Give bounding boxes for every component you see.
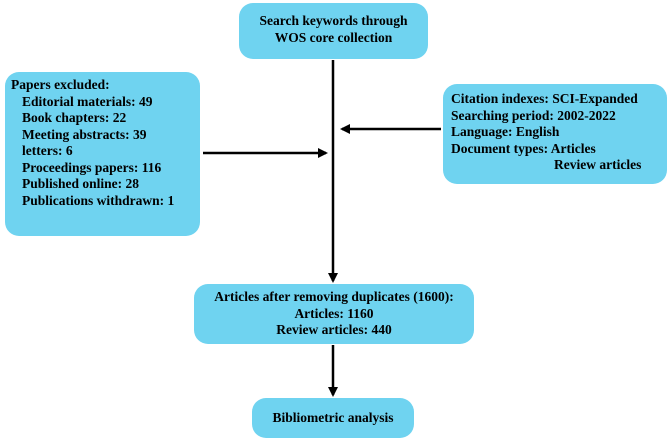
articles-after-dedup-box: Articles after removing duplicates (1600…: [194, 284, 474, 344]
excluded-item: Proceedings papers: 116: [22, 159, 162, 175]
bibliometric-analysis-box: Bibliometric analysis: [252, 398, 414, 438]
excluded-heading: Papers excluded:: [11, 77, 110, 92]
result-line-3: Review articles: 440: [276, 322, 392, 337]
result-line-1: Articles after removing duplicates (1600…: [214, 289, 454, 304]
search-keywords-box: Search keywords through WOS core collect…: [239, 3, 428, 59]
analysis-label: Bibliometric analysis: [272, 410, 394, 425]
search-criteria-box: Citation indexes: SCI-Expanded Searching…: [443, 84, 667, 184]
excluded-item: letters: 6: [22, 143, 73, 158]
excluded-item: Book chapters: 22: [22, 110, 127, 125]
excluded-item: Editorial materials: 49: [22, 93, 153, 109]
excluded-item: Meeting abstracts: 39: [22, 126, 147, 142]
search-line-1: Search keywords through: [259, 13, 408, 28]
papers-excluded-box: Papers excluded: Editorial materials: 49…: [5, 72, 200, 236]
criteria-language: Language: English: [451, 124, 560, 139]
excluded-item: Publications withdrawn: 1: [22, 192, 175, 208]
criteria-searching-period: Searching period: 2002-2022: [451, 107, 616, 123]
criteria-document-types-continued: Review articles: [554, 157, 642, 172]
criteria-document-types: Document types: Articles: [451, 140, 596, 156]
excluded-item: Published online: 28: [22, 176, 140, 191]
criteria-citation-indexes: Citation indexes: SCI-Expanded: [451, 91, 638, 106]
result-line-2: Articles: 1160: [294, 305, 374, 321]
search-line-2: WOS core collection: [274, 29, 393, 45]
